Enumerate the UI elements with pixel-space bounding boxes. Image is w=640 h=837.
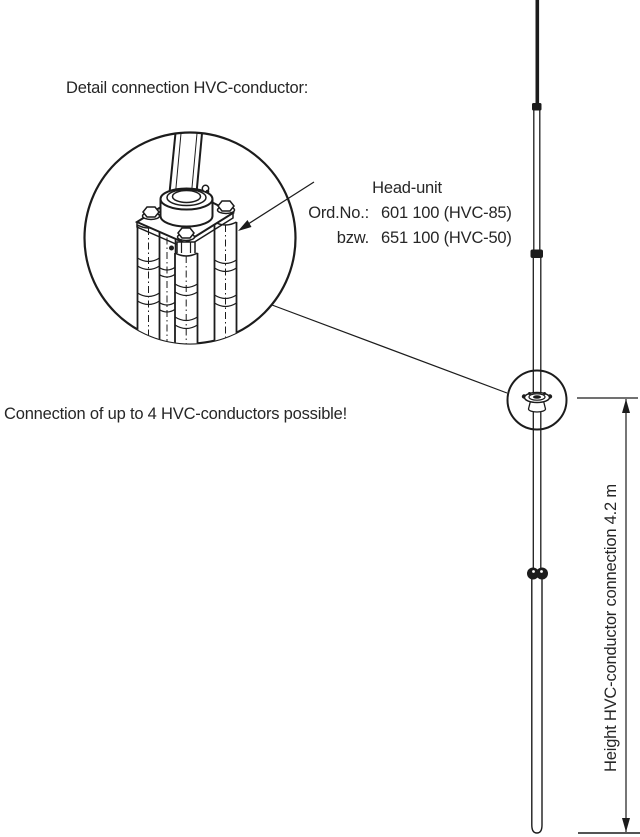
alt-order-label: bzw. [337,229,369,247]
flange-bolt-front [176,227,196,242]
detail-mast-tube [168,132,204,194]
head-unit-label-block: Head-unit Ord.No.: 601 100 (HVC-85) bzw.… [308,179,512,247]
mast-tube-upper [533,109,541,251]
hvc-conductor-right [213,221,238,344]
flange-bolt-left [141,206,161,221]
alt-order-value: 651 100 (HVC-50) [381,229,512,247]
arrowhead-down [622,818,630,832]
head-unit-pointer-arrow [238,181,315,231]
hvc-conductor-left [136,224,161,344]
mast-clamp [527,567,548,580]
head-unit-drawing [134,132,238,344]
connection-note: Connection of up to 4 HVC-conductors pos… [4,405,347,423]
detail-leader-line [271,304,508,394]
order-no-label: Ord.No.: [308,204,369,222]
hvc-conductor-front [174,252,199,344]
height-dimension-label: Height HVC-conductor connection 4.2 m [602,484,620,772]
mast [527,0,548,834]
mast-coupling-mid [530,249,543,258]
connection-detail-marker [506,369,568,431]
mast-tube-bottom [531,578,543,834]
head-unit-name: Head-unit [372,179,442,197]
height-dimension: Height HVC-conductor connection 4.2 m [577,397,640,834]
mast-tip-rod [535,0,540,106]
detail-title: Detail connection HVC-conductor: [66,79,308,97]
mast-tube-middle [532,256,542,569]
flange-bolt-right [216,200,236,215]
arrowhead-up [622,399,630,413]
head-unit-detail-view [83,131,297,345]
detail-marker-circle [506,369,568,431]
collar-boss [159,184,214,228]
order-no-value: 601 100 (HVC-85) [381,204,512,222]
mast-coupling-upper [532,103,542,111]
connection-fitting [521,391,553,413]
